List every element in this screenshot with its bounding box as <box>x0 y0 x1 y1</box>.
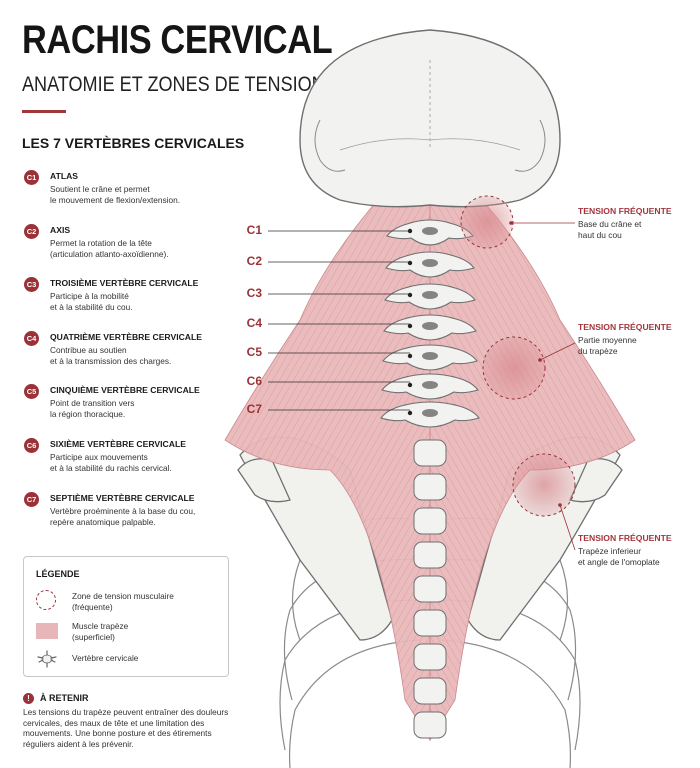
leader-dot <box>538 358 542 362</box>
vertebra-label-c2: C2 <box>246 254 262 268</box>
thoracic-vertebra <box>413 507 447 535</box>
leader-dot <box>407 260 413 266</box>
thoracic-vertebra <box>413 541 447 569</box>
thoracic-vertebra <box>413 711 447 739</box>
vertebra-label-c4: C4 <box>246 316 262 330</box>
vertebral-foramen <box>422 409 438 417</box>
vertebra-badge: C7 <box>24 491 39 507</box>
list-item: C2 AXIS Permet la rotation de la tête(ar… <box>22 223 232 278</box>
info-icon: ! <box>23 693 34 704</box>
retenir-title: À RETENIR <box>40 693 89 703</box>
tension-zone-3 <box>512 453 576 517</box>
vertebra-badge: C5 <box>24 384 39 400</box>
tension-zones <box>460 195 576 517</box>
vertebra-badge: C6 <box>24 437 39 453</box>
vertebra-label-c7: C7 <box>246 402 262 416</box>
list-item: C4 QUATRIÈME VERTÈBRE CERVICALE Contribu… <box>22 330 232 385</box>
leader-dot <box>407 410 413 416</box>
vertebra-name: SEPTIÈME VERTÈBRE CERVICALE <box>50 492 195 503</box>
legend-label: Muscle trapèze(superficiel) <box>72 621 129 642</box>
vertebra-name: ATLAS <box>50 171 79 181</box>
page-subtitle: ANATOMIE ET ZONES DE TENSION <box>22 73 325 96</box>
vertebral-foramen <box>422 352 438 360</box>
cervical-spine <box>380 219 480 739</box>
vertebra-description: Permet la rotation de la tête(articulati… <box>50 237 169 259</box>
thoracic-vertebra <box>413 473 447 501</box>
legend-label: Zone de tension musculaire(fréquente) <box>72 591 174 612</box>
thoracic-vertebra <box>413 575 447 603</box>
vertebra-icon <box>37 650 57 668</box>
tension-zone-1 <box>460 195 514 249</box>
tension-leader-lines <box>511 222 576 551</box>
vertebra-name: QUATRIÈME VERTÈBRE CERVICALE <box>50 331 202 342</box>
vertebra-description: Vertèbre proéminente à la base du cou,re… <box>50 505 196 527</box>
section-title: LES 7 VERTÈBRES CERVICALES <box>22 135 245 151</box>
leader-dot <box>407 353 413 359</box>
thoracic-vertebra <box>413 677 447 705</box>
legend-box: LÉGENDE Zone de tension musculaire(fréqu… <box>23 556 229 677</box>
list-item: C3 TROISIÈME VERTÈBRE CERVICALE Particip… <box>22 277 232 331</box>
dashed-circle-icon <box>36 590 56 610</box>
retenir-text: Les tensions du trapèze peuvent entraîne… <box>23 707 229 749</box>
vertebra-label-c1: C1 <box>246 223 262 237</box>
leader-dot <box>407 323 413 329</box>
vertebra-badge: C1 <box>24 170 39 185</box>
vertebra-name: CINQUIÈME VERTÈBRE CERVICALE <box>50 385 200 396</box>
vertebra-label-c5: C5 <box>246 345 262 359</box>
thoracic-vertebra <box>413 439 447 467</box>
vertebra-leader-lines <box>268 230 410 411</box>
vertebral-foramen <box>422 322 438 330</box>
thoracic-vertebra <box>413 643 447 671</box>
list-item: C5 CINQUIÈME VERTÈBRE CERVICALE Point de… <box>22 384 232 438</box>
tension-zone-2 <box>482 336 546 400</box>
legend-label: Vertèbre cervicale <box>72 653 139 663</box>
vertebra-name: SIXIÈME VERTÈBRE CERVICALE <box>50 438 186 449</box>
vertebral-foramen <box>422 259 438 267</box>
vertebra-name: AXIS <box>50 224 71 235</box>
thoracic-vertebra <box>413 609 447 637</box>
vertebra-label-c6: C6 <box>246 374 262 388</box>
vertebra-badge: C2 <box>24 223 39 239</box>
trapezius-muscle <box>224 169 636 742</box>
list-item: C7 SEPTIÈME VERTÈBRE CERVICALE Vertèbre … <box>22 491 232 546</box>
vertebra-label-c3: C3 <box>246 286 262 300</box>
leader-dot <box>509 221 513 225</box>
leader-dot <box>407 292 413 298</box>
vertebral-foramen <box>422 227 438 235</box>
skull <box>299 29 561 208</box>
vertebra-badge: C3 <box>24 277 39 293</box>
title-divider <box>22 110 66 113</box>
vertebral-foramen <box>422 381 438 389</box>
vertebra-badge: C4 <box>24 330 39 346</box>
muscle-swatch-icon <box>36 623 58 639</box>
vertebral-foramen <box>422 291 438 299</box>
legend-title: LÉGENDE <box>36 569 80 579</box>
page-title: RACHIS CERVICAL <box>22 18 333 62</box>
leader-dot <box>407 382 413 388</box>
leader-dot <box>558 503 562 507</box>
list-item: C6 SIXIÈME VERTÈBRE CERVICALE Participe … <box>22 437 232 492</box>
vertebra-name: TROISIÈME VERTÈBRE CERVICALE <box>50 278 199 289</box>
